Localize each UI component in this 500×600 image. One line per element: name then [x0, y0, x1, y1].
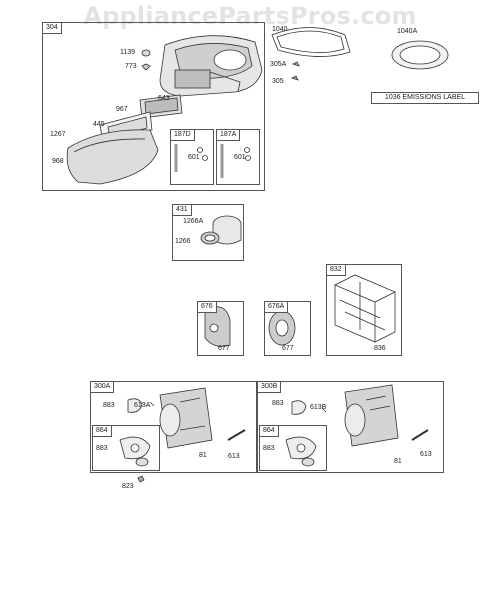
label-836: 836 — [374, 345, 386, 352]
label-305A: 305A — [270, 61, 287, 68]
label-1266: 1266 — [175, 238, 191, 245]
air-cleaner-cover-drawing — [66, 129, 159, 185]
group-300B: 300B — [257, 381, 444, 473]
group-676A-tag: 676A — [265, 302, 289, 313]
muffler-300A-drawing — [127, 387, 246, 449]
deflector-676A-drawing — [268, 310, 296, 346]
label-187A-601: 601 — [234, 154, 246, 161]
subgroup-300B-864-tag: 864 — [260, 426, 279, 437]
group-676: 676 — [197, 301, 244, 356]
screws-305-drawing — [290, 61, 300, 81]
site-watermark: AppliancePartsPros.com — [83, 2, 417, 30]
label-300A-613: 613 — [228, 453, 240, 460]
group-676-tag: 676 — [198, 302, 217, 313]
clip-187D-drawing — [174, 144, 208, 172]
label-823: 823 — [122, 483, 134, 490]
label-300B-883: 883 — [272, 400, 284, 407]
label-1040: 1040 — [272, 26, 288, 33]
label-773: 773 — [125, 63, 137, 70]
group-300A-tag: 300A — [91, 382, 115, 393]
label-968: 968 — [52, 158, 64, 165]
subgroup-187A-tag: 187A — [217, 130, 241, 141]
subgroup-300A-864: 864 — [92, 425, 160, 471]
subgroup-300A-864-tag: 864 — [93, 426, 112, 437]
label-676-677: 677 — [218, 345, 230, 352]
label-613A: 613A — [134, 402, 151, 409]
label-1266A: 1266A — [183, 218, 204, 225]
gasket-1040-drawing — [271, 27, 351, 57]
group-832-tag: 832 — [327, 265, 346, 276]
label-676A-677: 677 — [282, 345, 294, 352]
label-187D-601: 601 — [188, 154, 200, 161]
clip-187A-drawing — [220, 144, 251, 178]
guard-832-drawing — [334, 274, 396, 343]
subgroup-187D-tag: 187D — [171, 130, 195, 141]
label-1267: 1267 — [50, 131, 66, 138]
group-300B-tag: 300B — [258, 382, 282, 393]
emissions-label-box: 1036 EMISSIONS LABEL — [371, 92, 479, 104]
label-643: 643 — [158, 95, 170, 102]
subgroup-187D: 187D — [170, 129, 214, 185]
group-832: 832 — [326, 264, 402, 356]
gasket-864-A-drawing — [119, 436, 151, 467]
gasket-1040A-drawing — [391, 40, 449, 70]
group-304-tag: 304 — [43, 23, 62, 34]
label-445: 445 — [93, 121, 105, 128]
subgroup-187A: 187A — [216, 129, 260, 185]
subgroup-300B-864: 864 — [259, 425, 327, 471]
label-300B-81: 81 — [394, 458, 402, 465]
group-431-tag: 431 — [173, 205, 192, 216]
small-fasteners-drawing — [141, 49, 151, 71]
group-300A: 300A — [90, 381, 257, 473]
breather-431-drawing — [200, 215, 242, 245]
label-300B-613: 613 — [420, 451, 432, 458]
screw-823-drawing — [137, 475, 145, 483]
label-967: 967 — [116, 106, 128, 113]
label-300A-883: 883 — [103, 402, 115, 409]
label-300A-864-883: 883 — [96, 445, 108, 452]
gasket-864-B-drawing — [285, 436, 317, 467]
group-304: 304 — [42, 22, 265, 191]
group-676A: 676A — [264, 301, 311, 356]
air-cleaner-base-drawing — [159, 35, 263, 97]
label-300B-864-883: 883 — [263, 445, 275, 452]
muffler-300B-drawing — [291, 384, 429, 447]
label-1139: 1139 — [120, 49, 136, 56]
label-1040A: 1040A — [397, 28, 418, 35]
group-431: 431 — [172, 204, 244, 261]
label-613B: 613B — [310, 404, 327, 411]
label-300A-81: 81 — [199, 452, 207, 459]
label-305: 305 — [272, 78, 284, 85]
